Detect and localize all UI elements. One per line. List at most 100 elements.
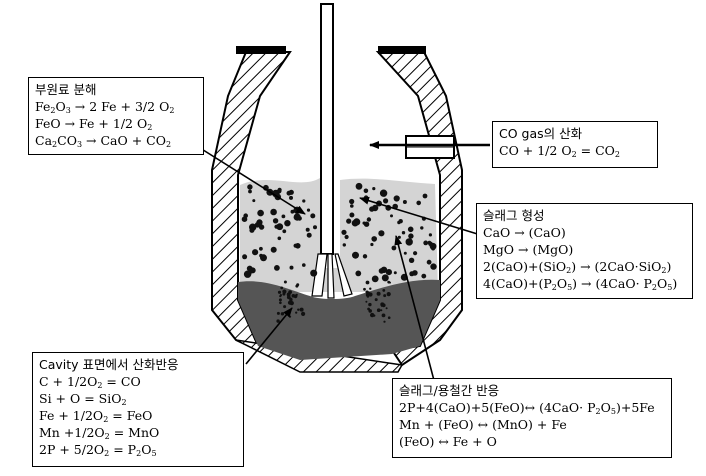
particle: [382, 289, 386, 292]
particle: [313, 225, 317, 230]
particle: [398, 219, 403, 224]
box-slag-metal-title: 슬래그/용철간 반응: [399, 383, 500, 398]
particle: [302, 199, 306, 203]
particle: [277, 236, 282, 241]
particle: [408, 233, 414, 239]
particle: [370, 312, 375, 318]
particle: [385, 269, 392, 276]
equation-line: Fe + 1/2O2 = FeO: [39, 408, 153, 424]
particle: [283, 305, 287, 309]
particle: [407, 226, 414, 233]
particle: [402, 200, 407, 204]
oxygen-lance: [320, 3, 334, 255]
particle: [409, 271, 415, 277]
equation-line: 4(CaO)+(P2O5) → (4CaO· P2O5): [483, 276, 678, 292]
particle: [249, 227, 255, 233]
particle: [401, 231, 406, 235]
particle: [390, 214, 393, 218]
slag-particles: [241, 182, 437, 323]
particle: [391, 245, 397, 251]
particle: [287, 300, 293, 305]
particle: [379, 189, 388, 197]
particle: [372, 187, 376, 191]
equation-line: Fe2O3 → 2 Fe + 3/2 O2: [35, 99, 175, 115]
particle: [350, 204, 354, 208]
particle: [408, 257, 415, 263]
particle: [242, 254, 248, 260]
particle: [282, 289, 287, 294]
particle: [344, 234, 349, 240]
particle: [376, 291, 381, 296]
particle: [258, 224, 265, 230]
particle: [257, 209, 264, 217]
particle: [295, 293, 298, 296]
particle: [280, 312, 285, 316]
box-slag-formation: 슬래그 형성 CaO → (CaO)MgO → (MgO)2(CaO)+(SiO…: [476, 203, 693, 299]
equation-line: Si + O = SiO2: [39, 391, 127, 407]
particle: [369, 287, 372, 290]
particle: [371, 236, 378, 242]
particle: [378, 230, 385, 237]
mouth-flange-right: [378, 46, 426, 54]
particle: [420, 226, 424, 230]
arrow-decomposition: [199, 147, 306, 215]
particle: [387, 280, 391, 284]
particle: [286, 190, 292, 196]
particle: [376, 308, 381, 313]
particle: [371, 275, 379, 283]
particle: [297, 308, 300, 311]
particle: [362, 221, 366, 225]
particle: [310, 213, 316, 219]
particle: [386, 292, 391, 297]
particle: [252, 199, 256, 203]
box-slag-formation-lines: CaO → (CaO)MgO → (MgO)2(CaO)+(SiO2) → (2…: [483, 224, 686, 292]
particle: [281, 214, 286, 219]
box-co-gas-lines: CO + 1/2 O2 = CO2: [499, 142, 651, 159]
equation-line: 2P + 5/2O2 = P2O5: [39, 442, 157, 458]
particle: [288, 290, 292, 294]
particle: [276, 223, 284, 231]
particle: [370, 242, 374, 247]
particle: [413, 251, 418, 256]
particle: [341, 229, 347, 235]
particle: [289, 195, 293, 200]
particle: [252, 249, 259, 256]
particle: [288, 315, 292, 318]
particle: [296, 283, 300, 287]
particle: [249, 267, 256, 274]
particle: [366, 291, 370, 295]
box-co-gas: CO gas의 산화 CO + 1/2 O2 = CO2: [492, 121, 658, 168]
particle: [342, 243, 346, 247]
particle: [302, 263, 306, 267]
particle: [363, 287, 366, 291]
equation-line: 2(CaO)+(SiO2) → (2CaO·SiO2): [483, 259, 672, 275]
particle: [397, 235, 401, 239]
particle: [279, 301, 282, 305]
particle: [355, 182, 363, 190]
particle: [276, 188, 282, 194]
particle: [306, 208, 311, 212]
particle: [403, 251, 407, 255]
particle: [282, 229, 287, 234]
particle: [416, 200, 422, 206]
particle: [270, 208, 277, 216]
particle: [276, 311, 280, 315]
particle: [256, 219, 263, 226]
equation-line: Mn + (FeO) ↔ (MnO) + Fe: [399, 417, 567, 432]
particle: [289, 298, 293, 302]
particle: [259, 246, 263, 251]
oxygen-jet: [311, 253, 353, 299]
particle: [241, 216, 248, 222]
particle: [366, 217, 372, 222]
particle: [422, 193, 428, 199]
particle: [290, 209, 295, 214]
particle: [381, 313, 386, 318]
particle: [367, 307, 370, 311]
particle: [277, 290, 282, 294]
particle: [349, 198, 355, 205]
particle: [286, 295, 291, 300]
